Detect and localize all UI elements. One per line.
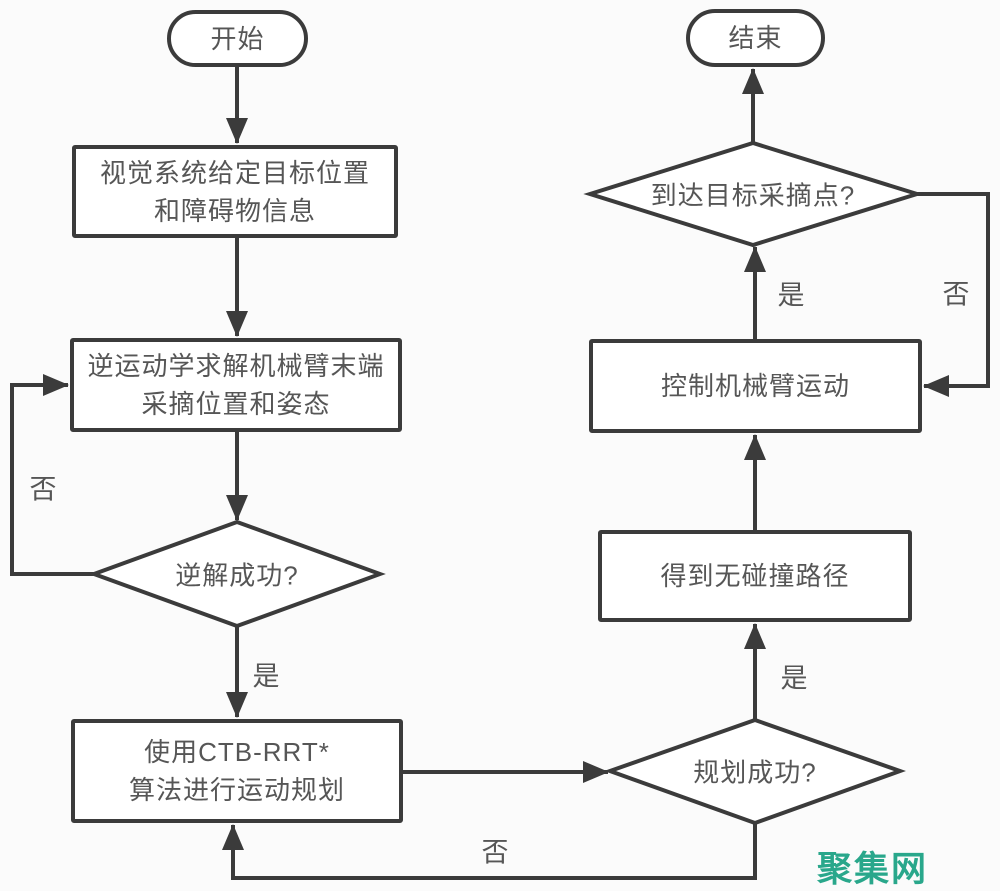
process-ctb-rrt-line1: 使用CTB-RRT*: [144, 737, 330, 767]
process-ctb-rrt-node: 使用CTB-RRT* 算法进行运动规划: [71, 719, 403, 823]
decision-plan-success-shape: [604, 717, 906, 826]
end-node-label: 结束: [728, 23, 783, 53]
edge-label-ik-no: 否: [29, 474, 57, 505]
process-collision-free-path-label: 得到无碰撞路径: [660, 561, 850, 591]
process-control-arm-node: 控制机械臂运动: [589, 339, 922, 433]
site-watermark: 聚集网: [817, 850, 929, 889]
process-collision-free-path-node: 得到无碰撞路径: [598, 530, 912, 622]
process-inverse-kinematics-line2: 采摘位置和姿态: [141, 389, 331, 419]
decision-reach-target-label: 到达目标采摘点?: [650, 180, 856, 211]
process-ctb-rrt-line2: 算法进行运动规划: [128, 775, 345, 805]
start-node-label: 开始: [210, 23, 265, 54]
end-node: 结束: [686, 9, 825, 67]
edge-label-ik-yes: 是: [252, 661, 280, 692]
process-control-arm-label: 控制机械臂运动: [660, 371, 850, 401]
edge-reach-decision-no-loop: [917, 192, 990, 397]
process-vision-line1: 视觉系统给定目标位置: [99, 157, 370, 188]
edge-label-plan-no: 否: [481, 837, 509, 868]
process-vision-node: 视觉系统给定目标位置 和障碍物信息: [72, 145, 398, 238]
process-inverse-kinematics-line1: 逆运动学求解机械臂末端: [87, 351, 385, 381]
decision-ik-success-shape: [88, 519, 386, 629]
process-vision-line2: 和障碍物信息: [153, 195, 316, 226]
edge-plan-decision-no-loop: [222, 823, 757, 880]
edge-ik-decision-no-loop: [10, 374, 94, 576]
decision-reach-target-shape: [583, 140, 924, 248]
edge-label-plan-yes: 是: [780, 663, 808, 694]
edge-label-reach-yes: 是: [777, 280, 805, 311]
decision-plan-success-label: 规划成功?: [693, 757, 817, 788]
decision-ik-success-label: 逆解成功?: [175, 560, 299, 591]
process-inverse-kinematics-node: 逆运动学求解机械臂末端 采摘位置和姿态: [70, 338, 402, 432]
edge-label-reach-no: 否: [942, 279, 970, 310]
start-node: 开始: [167, 10, 308, 67]
